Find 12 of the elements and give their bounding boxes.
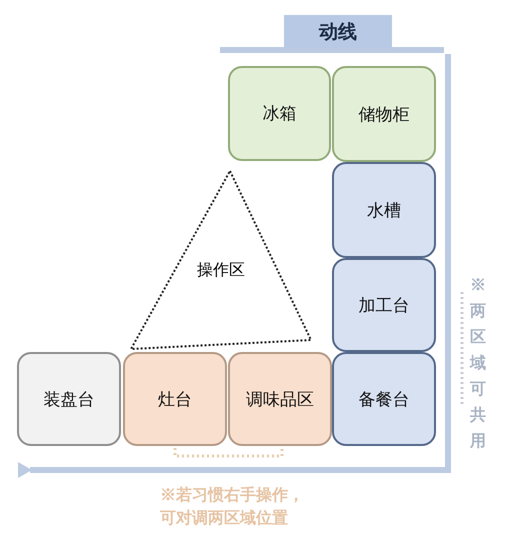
note-text: ※两区域可共用 [470, 274, 487, 452]
note-text: ※若习惯右手操作，可对调两区域位置 [160, 484, 305, 529]
cabinet-box: 加工台 [332, 258, 436, 352]
cabinet-box: 调味品区 [228, 352, 332, 446]
work-triangle: 操作区 [128, 168, 314, 352]
cabinet-box: 灶台 [123, 352, 227, 446]
cabinet-box: 储物柜 [332, 66, 436, 162]
cabinet-box: 装盘台 [17, 352, 121, 446]
cabinet-box: 备餐台 [332, 352, 436, 446]
title-banner: 动线 [284, 15, 392, 48]
cabinet-box: 水槽 [332, 162, 436, 258]
cabinet-box: 冰箱 [228, 66, 331, 161]
